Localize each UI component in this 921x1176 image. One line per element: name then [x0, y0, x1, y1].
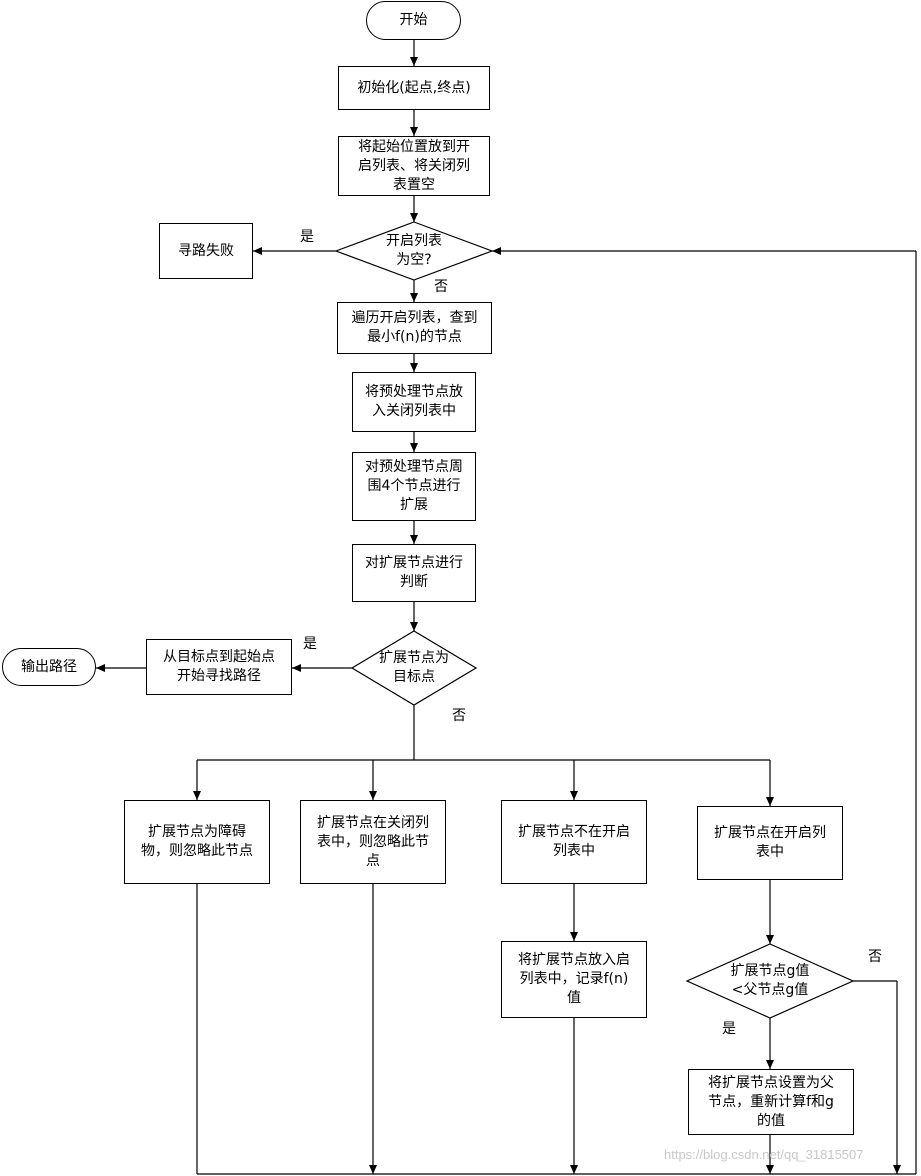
traverse-box: 遍历开启列表，查到 最小f(n)的节点: [337, 302, 492, 354]
add-open-box: 将扩展节点放入启 列表中，记录f(n) 值: [501, 941, 647, 1018]
judge-box: 对扩展节点进行 判断: [352, 544, 476, 602]
no-g-label: 否: [868, 949, 882, 965]
yes-target-label: 是: [303, 636, 317, 652]
init-box: 初始化(起点,终点): [338, 66, 490, 110]
put-open-box: 将起始位置放到开 启列表、将关闭列 表置空: [338, 136, 490, 196]
start-terminal: 开始: [366, 1, 461, 40]
watermark: https://blog.csdn.net/qq_31815507: [664, 1147, 864, 1162]
in-closed-box: 扩展节点在关闭列 表中，则忽略此节 点: [300, 800, 446, 884]
open-empty-decision: 开启列表 为空?: [386, 233, 442, 268]
no-target-label: 否: [452, 708, 466, 724]
is-target-decision: 扩展节点为 目标点: [379, 650, 449, 685]
in-open-box: 扩展节点在开启列 表中: [697, 806, 843, 880]
no-traverse-label: 否: [434, 279, 448, 295]
obstacle-box: 扩展节点为障碍 物，则忽略此节点: [124, 800, 270, 884]
not-in-open-box: 扩展节点不在开启 列表中: [501, 800, 647, 884]
yes-fail-label: 是: [300, 229, 314, 245]
fail-box: 寻路失败: [159, 223, 253, 279]
set-parent-box: 将扩展节点设置为父 节点，重新计算f和g 的值: [688, 1069, 854, 1135]
output-terminal: 输出路径: [2, 648, 96, 686]
g-less-decision: 扩展节点g值 <父节点g值: [730, 963, 810, 998]
trace-path-box: 从目标点到起始点 开始寻找路径: [146, 639, 292, 695]
to-closed-box: 将预处理节点放 入关闭列表中: [352, 372, 476, 432]
expand4-box: 对预处理节点周 围4个节点进行 扩展: [352, 452, 476, 521]
yes-g-label: 是: [722, 1021, 736, 1037]
